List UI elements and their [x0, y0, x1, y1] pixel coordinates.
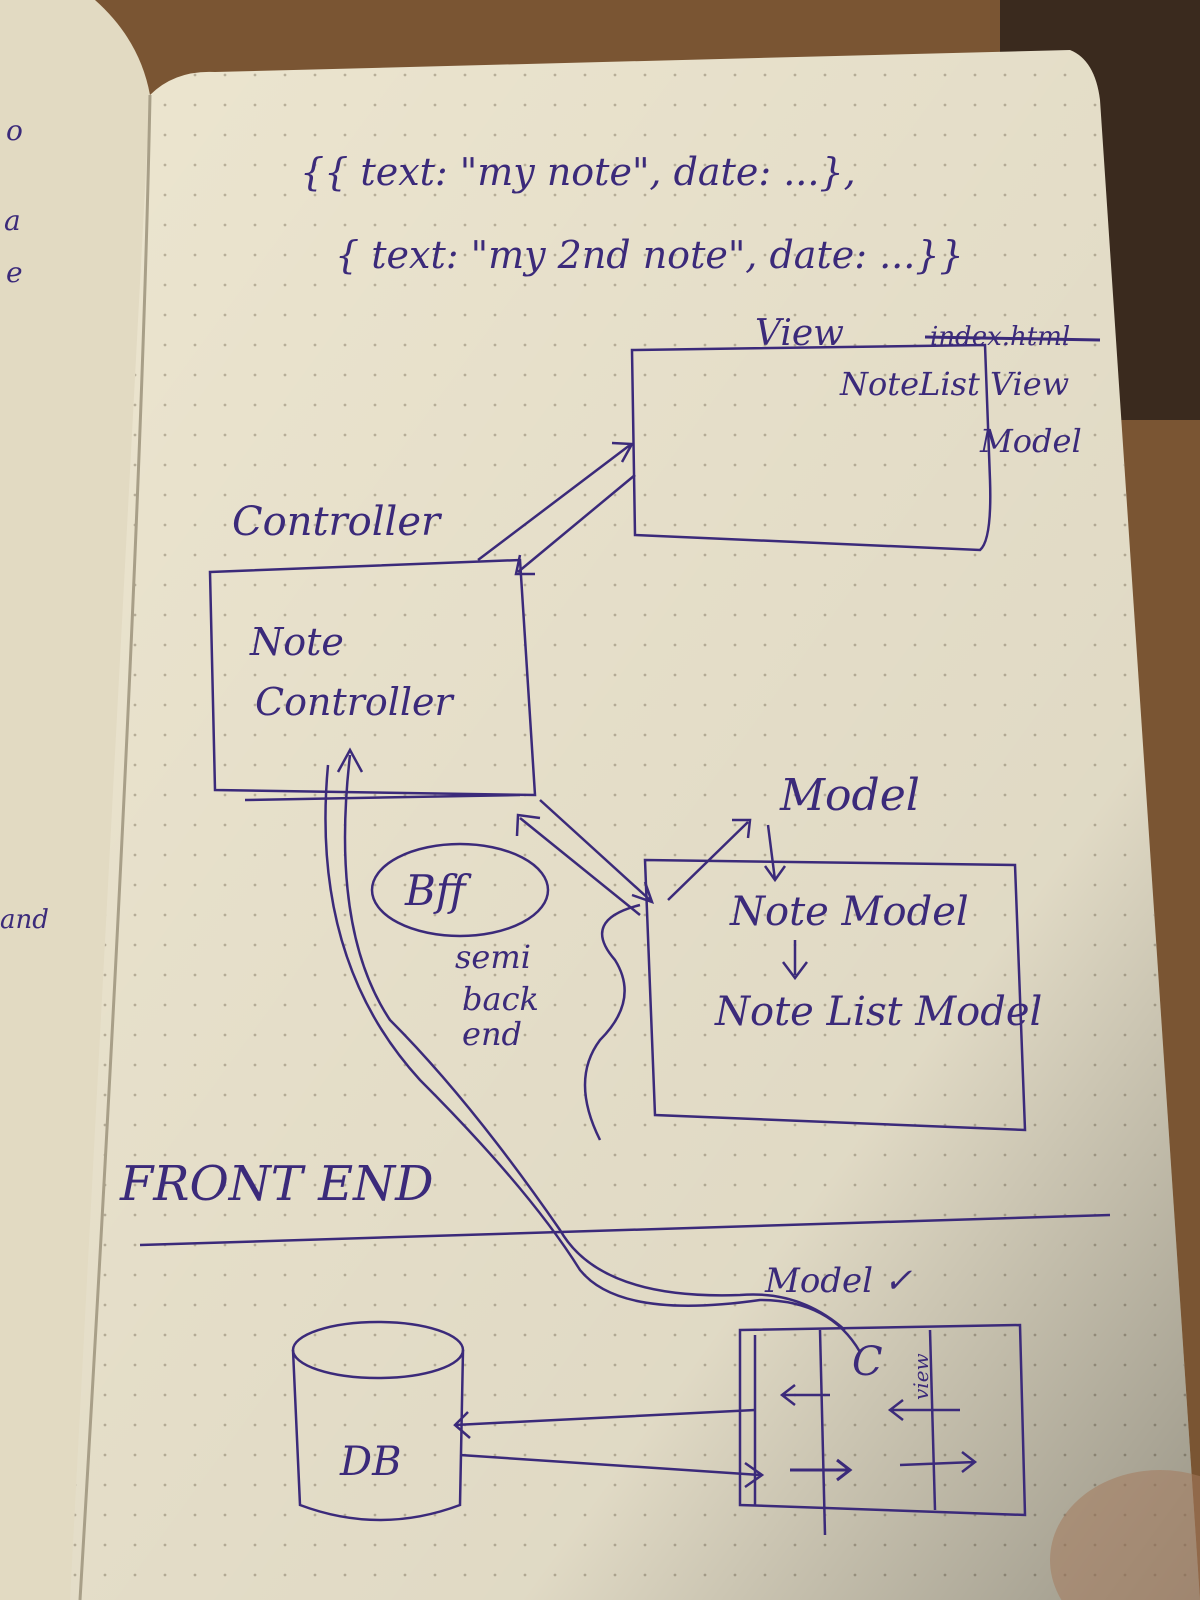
controller-box-label-line-2: Controller	[255, 680, 456, 724]
db-body	[291, 1349, 465, 1522]
page-shadow	[70, 50, 1200, 1600]
model-item-2: Note List Model	[714, 989, 1042, 1035]
arrow-heading-down	[763, 824, 787, 883]
arrow-controller-to-view	[477, 441, 635, 561]
backend-rotated-label: view	[909, 1353, 933, 1400]
controller-heading: Controller	[232, 499, 443, 545]
backend-arrow-right-2	[899, 1451, 978, 1473]
backend-box	[738, 1323, 1027, 1517]
backend-to-controller-path	[336, 747, 846, 1331]
left-fragment-4: and	[0, 905, 49, 935]
arrow-note-model-to-list	[782, 940, 808, 981]
arrow-model-to-controller	[515, 813, 641, 916]
bff-note-line-3: end	[462, 1015, 522, 1053]
arrow-to-model-heading	[667, 818, 752, 901]
controller-to-backend-path	[324, 764, 862, 1353]
backend-arrow-left-2	[887, 1399, 960, 1421]
backend-arrow-left-1	[779, 1384, 830, 1406]
front-end-boundary-line	[139, 1213, 1111, 1247]
page-gutter-line	[78, 94, 152, 1600]
backend-divider-2	[818, 1329, 827, 1536]
json-note-line-2: { text: "my 2nd note", date: ...}}	[335, 233, 964, 277]
json-note-line-1: {{ text: "my note", date: ...},	[300, 150, 856, 194]
view-box-label-line-1: NoteList View	[839, 365, 1069, 403]
db-to-model-arrow-upper	[453, 1408, 756, 1439]
arrow-view-to-controller	[514, 474, 636, 576]
bff-note-line-2: back	[462, 980, 539, 1018]
left-fragment-3: e	[6, 256, 23, 289]
backend-divider-3	[928, 1329, 937, 1511]
bff-label: Bff	[404, 866, 472, 915]
left-fragment-1: o	[6, 114, 23, 147]
backend-arrow-right-1	[790, 1458, 853, 1482]
bff-ellipse	[370, 842, 550, 938]
finger-shadow	[1050, 1470, 1200, 1600]
wavy-separator	[583, 903, 641, 1141]
backend-controller-mark: C	[852, 1339, 883, 1385]
db-label: DB	[339, 1439, 401, 1485]
controller-underline	[244, 793, 521, 802]
view-box-label-line-2: Model	[979, 422, 1082, 460]
left-page	[0, 0, 150, 1600]
left-fragment-2: a	[4, 204, 21, 237]
model-box	[643, 858, 1027, 1132]
controller-box	[208, 558, 537, 797]
model-heading: Model	[779, 770, 920, 821]
view-box	[630, 343, 992, 552]
arrow-controller-to-model	[539, 799, 655, 905]
backend-heading: Model ✓	[764, 1261, 912, 1301]
db-to-model-arrow-lower	[459, 1453, 765, 1489]
view-strikethrough	[924, 335, 1101, 342]
front-end-label: FRONT END	[119, 1156, 434, 1212]
bff-note-line-1: semi	[455, 938, 531, 976]
controller-box-label-line-1: Note	[249, 620, 344, 664]
model-item-1: Note Model	[729, 889, 969, 935]
